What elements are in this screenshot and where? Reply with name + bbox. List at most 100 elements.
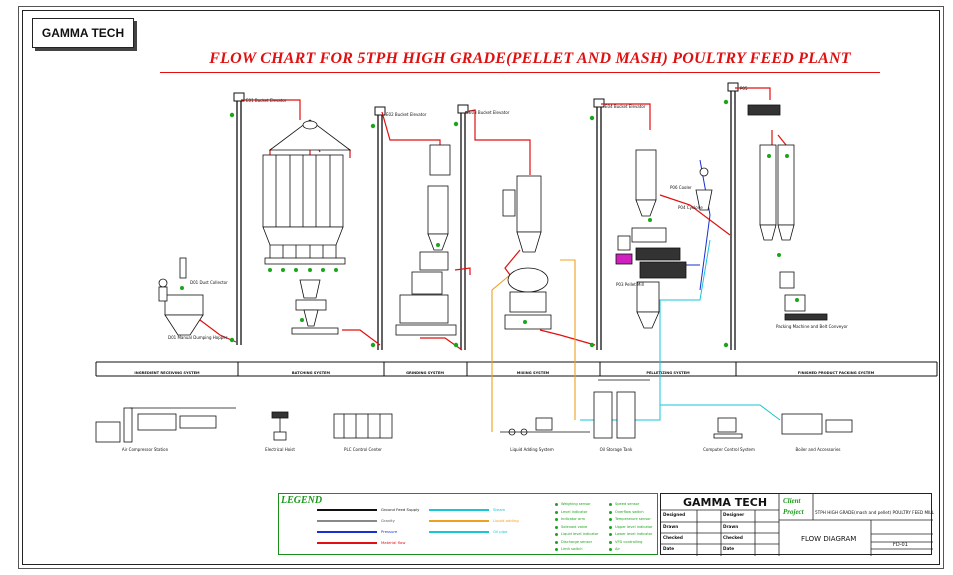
company-logo: GAMMA TECH	[32, 18, 134, 48]
equipment-oil-tank: Oil Storage Tank	[599, 447, 633, 452]
section-mixing: MIXING SYSTEM	[516, 371, 550, 375]
utility-equipment	[95, 379, 853, 443]
legend-symbol-label: Air	[615, 547, 620, 551]
legend-title: LEGEND	[281, 495, 323, 506]
legend-symbol-dot	[555, 510, 558, 514]
title-block-project-label: Project	[783, 508, 804, 516]
batching-silos	[262, 154, 346, 335]
legend-symbol-dot	[609, 503, 612, 506]
title-block-row-4: Date	[663, 546, 675, 551]
legend-line-label: Liquid adding	[493, 517, 519, 523]
bucket-elevators	[236, 88, 736, 350]
pellet-equipment	[615, 149, 713, 329]
legend-line-swatch	[317, 531, 377, 533]
equipment-electrical-hoist: Electrical Hoist	[265, 447, 295, 452]
legend-line-label: Material flow	[381, 539, 406, 545]
title-block-col-4: Date	[723, 546, 735, 551]
liquid-lines	[491, 259, 576, 432]
title-block-drawing-name: FLOW DIAGRAM	[801, 535, 857, 543]
label-cooler: P06 Cooler	[670, 185, 692, 190]
legend-symbol-dot	[555, 533, 558, 536]
title-block-grid	[661, 494, 933, 556]
legend-line-label: Oil pipe	[493, 528, 508, 534]
legend-symbol-label: Upper level indicator	[615, 524, 653, 529]
legend-line-label: Ground Feed Supply	[381, 506, 420, 512]
legend-line-swatch	[429, 509, 489, 511]
legend-line-swatch	[317, 520, 377, 522]
title-block-company: GAMMA TECH	[683, 496, 768, 509]
legend-line-label: Steam	[493, 506, 506, 512]
section-bar	[95, 361, 938, 377]
packing-equipment	[747, 104, 828, 321]
grinding-equipment	[395, 144, 457, 336]
equipment-liquid-adding: Liquid Adding System	[510, 447, 554, 452]
legend-symbol-label: Speed sensor	[615, 502, 640, 506]
legend-symbol-dot	[555, 540, 558, 544]
legend-symbol-label: Level indicator	[561, 509, 588, 514]
drawing-title: FLOW CHART FOR 5TPH HIGH GRADE(PELLET AN…	[209, 50, 851, 67]
legend-symbol-dot	[609, 518, 612, 521]
silo-roof	[268, 119, 352, 151]
legend-symbol-label: Liquid level indicator	[561, 532, 599, 536]
legend-symbol-label: VFD controlling	[615, 539, 643, 544]
label-dump-hopper: D01 Manual Dumping Hopper	[168, 335, 228, 340]
mixing-equipment	[502, 175, 552, 330]
sensor-markers	[180, 99, 799, 348]
legend-symbol-dot	[609, 533, 612, 536]
section-receiving: INGREDIENT RECEIVING SYSTEM	[134, 371, 200, 375]
legend-symbol-label: Weighing sensor	[561, 502, 591, 506]
legend-symbol-dot	[609, 548, 612, 551]
section-grinding: GRINDING SYSTEM	[406, 371, 444, 375]
section-pelletizing: PELLETIZING SYSTEM	[646, 371, 690, 375]
legend-symbol-label: Discharge sensor	[561, 539, 593, 544]
drawing-border	[22, 10, 940, 565]
legend-symbol-dot	[555, 548, 558, 551]
title-block-row-3: Checked	[663, 535, 683, 540]
title-block-row-1: Designed	[663, 512, 686, 517]
legend-line-label: Pressure	[381, 528, 398, 534]
title-underline	[160, 72, 880, 73]
label-dust-collector: D01 Dust Collector	[190, 280, 228, 285]
title-block-project: 5TPH HIGH GRADE(mash and pellet) POULTRY…	[815, 510, 934, 515]
label-elevator-3: E03 Bucket Elevator	[469, 110, 510, 115]
legend-symbol-label: Limit switch	[561, 547, 583, 551]
outer-border	[18, 6, 944, 569]
dump-hopper-group	[158, 257, 204, 336]
title-block-col-1: Designer	[723, 512, 745, 517]
label-elevator-4: E04 Bucket Elevator	[605, 104, 646, 109]
legend-symbol-label: Indicator arm	[561, 517, 586, 521]
legend-symbol-dot	[609, 540, 612, 544]
equipment-computer-control: Computer Control System	[703, 447, 755, 452]
label-elevator-2: E02 Bucket Elevator	[386, 112, 427, 117]
elevator-heads	[233, 82, 739, 116]
label-cyclone: P04 Cyclone	[678, 205, 703, 210]
equipment-boiler: Boiler and Accessories	[795, 447, 841, 452]
legend-line-swatch	[317, 509, 377, 511]
title-block-col-3: Checked	[723, 535, 743, 540]
legend-symbol-label: Lower level indicator	[615, 532, 653, 536]
legend-line-label: Gravity	[381, 517, 395, 523]
label-pellet-mill: P03 Pellet Mill	[616, 282, 644, 287]
title-block-client-label: Client	[783, 497, 801, 505]
title-block-drawing-no: FD-01	[893, 542, 908, 548]
legend-symbol-dot	[609, 525, 612, 529]
legend-symbol-label: Temperature sensor	[615, 517, 651, 521]
title-block: GAMMA TECH Client Project 5TPH HIGH GRAD…	[660, 493, 934, 556]
label-elevator-1: E01 Bucket Elevator	[246, 98, 287, 103]
title-block-col-2: Drawn	[723, 524, 739, 529]
equipment-plc-control: PLC Control Center	[344, 447, 382, 452]
legend-line-swatch	[317, 542, 377, 544]
legend-symbol-dot	[555, 503, 558, 506]
equipment-air-compressor: Air Compressor Station	[121, 447, 169, 452]
section-packing: FINISHED PRODUCT PACKING SYSTEM	[797, 371, 875, 375]
legend-symbol-label: Overflow switch	[615, 509, 644, 514]
legend-line-swatch	[429, 520, 489, 522]
legend-symbol-dot	[555, 518, 558, 521]
legend-line-swatch	[429, 531, 489, 533]
legend-symbol-dot	[609, 510, 612, 514]
legend-symbol-dot	[555, 525, 558, 529]
section-batching: BATCHING SYSTEM	[291, 371, 331, 375]
label-elevator-5: P05	[740, 86, 748, 91]
